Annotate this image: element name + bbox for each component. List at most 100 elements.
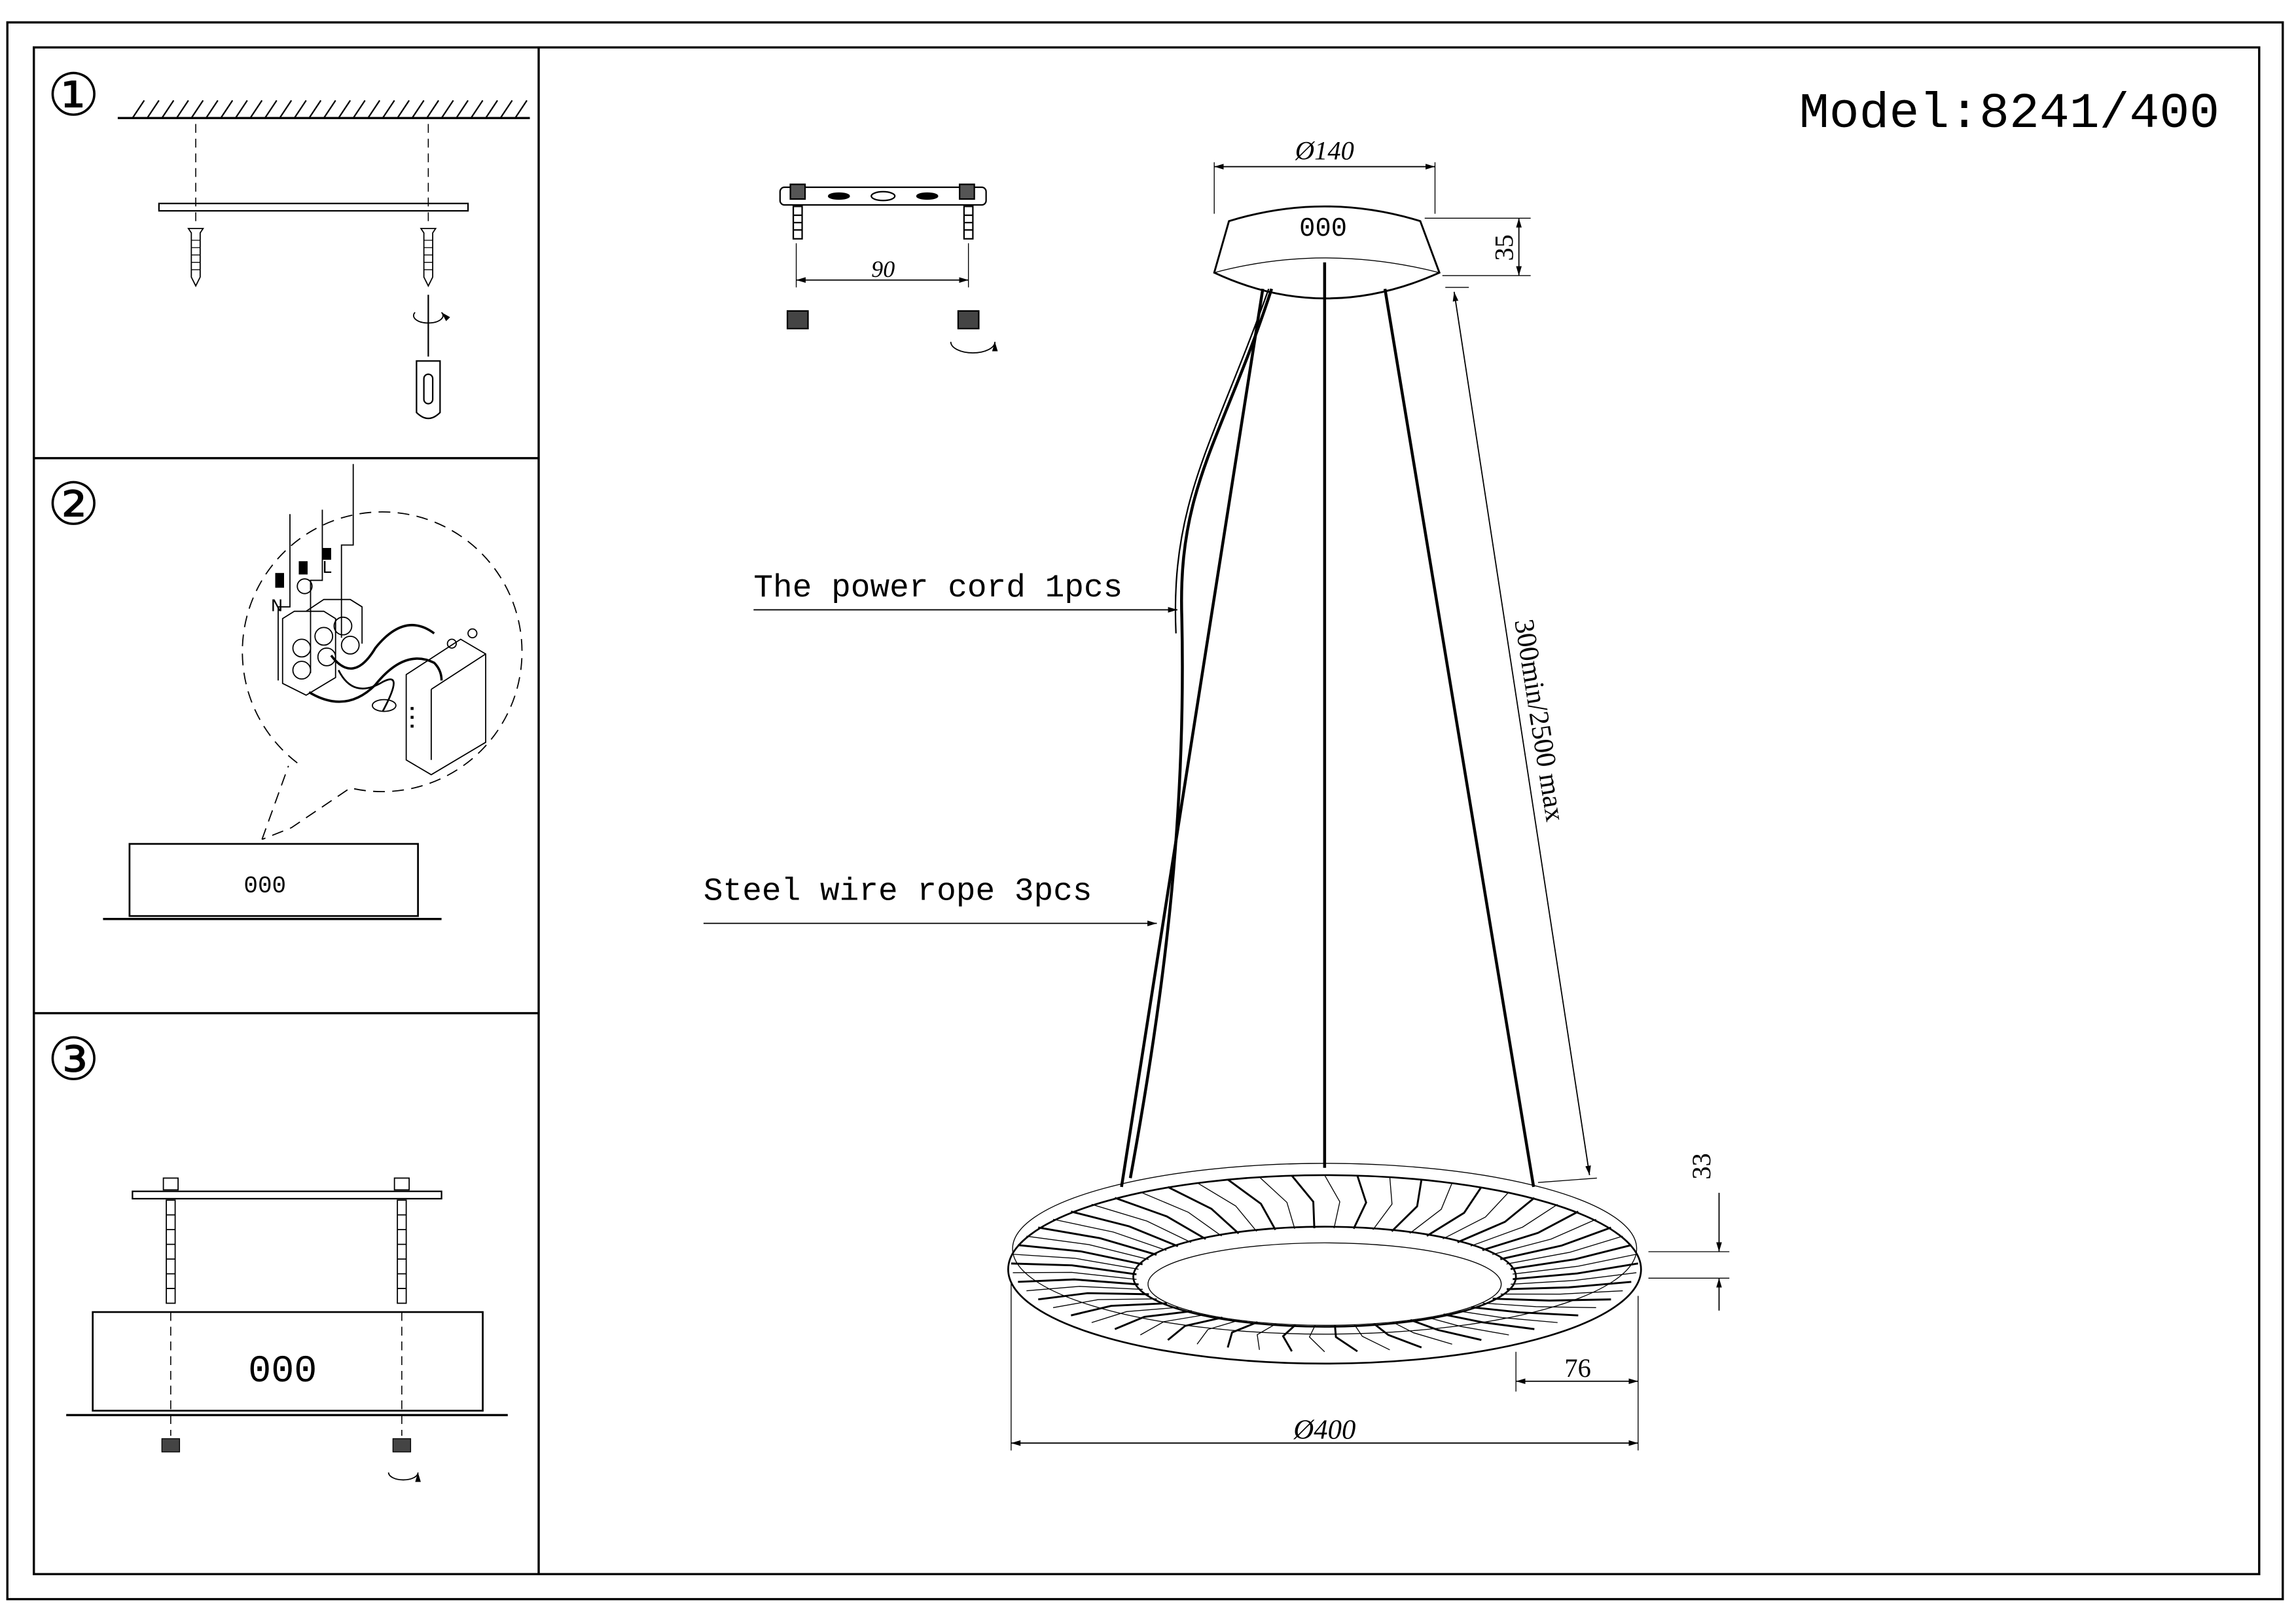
ring-width-dimension: 76 [1564, 1353, 1590, 1383]
step-1: ① [47, 62, 530, 420]
crystal-facet [1091, 1203, 1192, 1243]
steel-wire [1383, 288, 1535, 1188]
crystal-facet [1038, 1292, 1149, 1301]
crystal-facet [1426, 1186, 1482, 1237]
screw-icon [187, 228, 205, 287]
crystal-facet [1282, 1324, 1297, 1352]
crystal-facet [1013, 1254, 1139, 1270]
hatch-mark [382, 100, 395, 119]
mounting-plate [158, 202, 469, 212]
ground-symbol-icon [296, 578, 313, 594]
crystal-facet [1167, 1316, 1223, 1341]
crystal-facet [1427, 1317, 1509, 1336]
crystal-facet [1500, 1226, 1611, 1260]
crystal-facet [1391, 1179, 1423, 1232]
rotate-arrow-icon [387, 1472, 421, 1482]
mounting-bracket [779, 183, 998, 354]
rotate-arrow-icon [950, 342, 998, 354]
power-cord [1128, 288, 1274, 1178]
nut-icon [161, 1438, 181, 1453]
outer-frame [6, 21, 2284, 1601]
hatch-mark [426, 100, 440, 119]
crystal-facet [1011, 1262, 1137, 1275]
wiring-detail: N L [271, 464, 486, 776]
model-number: Model:8241/400 [1799, 85, 2219, 142]
dimension-line [1452, 291, 1591, 1176]
crystal-facet [1052, 1298, 1157, 1308]
power-cord-callout: The power cord 1pcs [753, 570, 1122, 606]
crystal-facet [1114, 1197, 1206, 1240]
crystal-facet [1139, 1314, 1207, 1336]
hatch-mark [264, 100, 278, 119]
neutral-label: N [271, 596, 283, 615]
crystal-facet [1500, 1290, 1623, 1295]
hatch-mark [440, 100, 454, 119]
hatch-mark [397, 100, 410, 119]
hatch-mark [514, 100, 528, 119]
terminal-block [281, 598, 363, 696]
hatch-mark [323, 100, 336, 119]
canopy-label: 000 [248, 1349, 317, 1393]
hatch-mark [293, 100, 307, 119]
crystal-facet [1018, 1244, 1143, 1266]
crystal-facet [1409, 1182, 1453, 1234]
hatch-mark [205, 100, 219, 119]
main-canopy [1213, 205, 1441, 300]
hatch-mark [132, 100, 145, 119]
nut-icon [957, 310, 980, 330]
steel-wire-callout: Steel wire rope 3pcs [704, 873, 1092, 909]
crystal-facet [1071, 1302, 1167, 1317]
ring-height-dimension: 33 [1687, 1153, 1716, 1179]
step-1-number: ① [47, 62, 100, 130]
crystal-facet [1511, 1272, 1637, 1285]
crystal-facet [1372, 1176, 1393, 1230]
hatch-mark [146, 100, 160, 119]
crystal-facet [1510, 1244, 1632, 1270]
hatch-mark [352, 100, 366, 119]
canopy-label: 000 [1299, 214, 1347, 244]
crystal-facet [1457, 1197, 1535, 1243]
crystal-facet [1114, 1310, 1192, 1330]
crystal-facet [1507, 1281, 1632, 1290]
crystal-facet [1471, 1306, 1579, 1317]
canopy-label: 000 [243, 873, 286, 900]
mounting-plate [132, 1190, 442, 1200]
crystal-facet [1196, 1319, 1240, 1345]
hatch-mark [234, 100, 248, 119]
crystal-facet [1410, 1319, 1482, 1341]
step-3-number: ③ [47, 1026, 100, 1094]
crystal-facet [1373, 1322, 1422, 1349]
screwdriver-icon [416, 295, 441, 420]
hatch-mark [249, 100, 263, 119]
crystal-facet [1091, 1307, 1179, 1323]
crystal-facet [1227, 1321, 1258, 1348]
crystal-facet [1492, 1218, 1596, 1255]
step-2-number: ② [47, 471, 100, 539]
crystal-ring [1007, 1163, 1642, 1365]
crystal-facet [1354, 1324, 1390, 1351]
canopy [128, 843, 419, 917]
hatch-mark [308, 100, 322, 119]
power-cord [1174, 288, 1270, 634]
bracket-spacing-dimension: 90 [871, 256, 895, 282]
suspension-length-dimension: 300min/2500 max [1508, 617, 1570, 824]
crystal-facet [1140, 1192, 1222, 1237]
crystal-facet [1334, 1325, 1358, 1353]
crystal-facet [1013, 1271, 1137, 1280]
ring-diameter-dimension: Ø400 [1293, 1414, 1355, 1445]
hatch-mark [220, 100, 234, 119]
steel-wire [1120, 288, 1265, 1188]
hatch-mark [456, 100, 469, 119]
nut-icon [786, 310, 809, 330]
hatch-mark [485, 100, 499, 119]
crystal-facet [1026, 1286, 1143, 1292]
crystal-facet [1291, 1175, 1316, 1229]
detail-callout-circle [242, 511, 523, 841]
hatch-mark [411, 100, 425, 119]
crystal-facet [1352, 1175, 1367, 1230]
crystal-facet [1443, 1313, 1535, 1330]
crystal-facet [1308, 1324, 1325, 1353]
hatch-mark [367, 100, 381, 119]
canopy-diameter-dimension: Ø140 [1295, 136, 1354, 165]
